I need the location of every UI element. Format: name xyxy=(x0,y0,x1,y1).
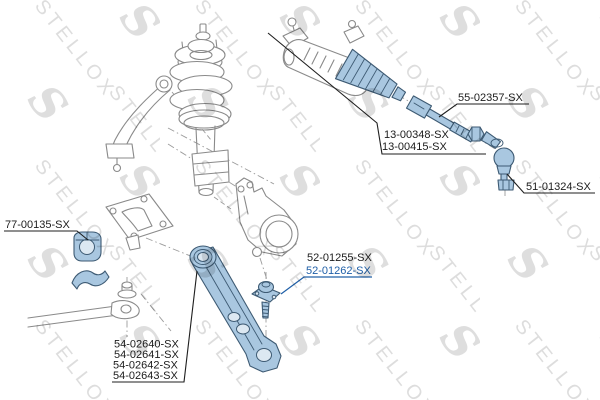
tie-rod-end-nut[interactable] xyxy=(497,179,515,191)
part-number-label-55-02357: 55-02357-SX xyxy=(458,92,523,104)
part-number-label-51-01324: 51-01324-SX xyxy=(526,181,591,193)
part-number-label-77-00135: 77-00135-SX xyxy=(5,219,70,231)
part-number-link-52-01262[interactable]: 52-01262-SX xyxy=(306,265,371,277)
stabilizer-bushing[interactable] xyxy=(73,231,102,262)
part-number-label-13-00348: 13-00348-SX xyxy=(384,129,449,141)
part-number-label-52-01255: 52-01255-SX xyxy=(307,252,372,264)
part-number-label-13-00415: 13-00415-SX xyxy=(382,141,447,153)
part-number-label-54-02643: 54-02643-SX xyxy=(113,370,178,382)
jam-nut[interactable] xyxy=(467,126,485,142)
